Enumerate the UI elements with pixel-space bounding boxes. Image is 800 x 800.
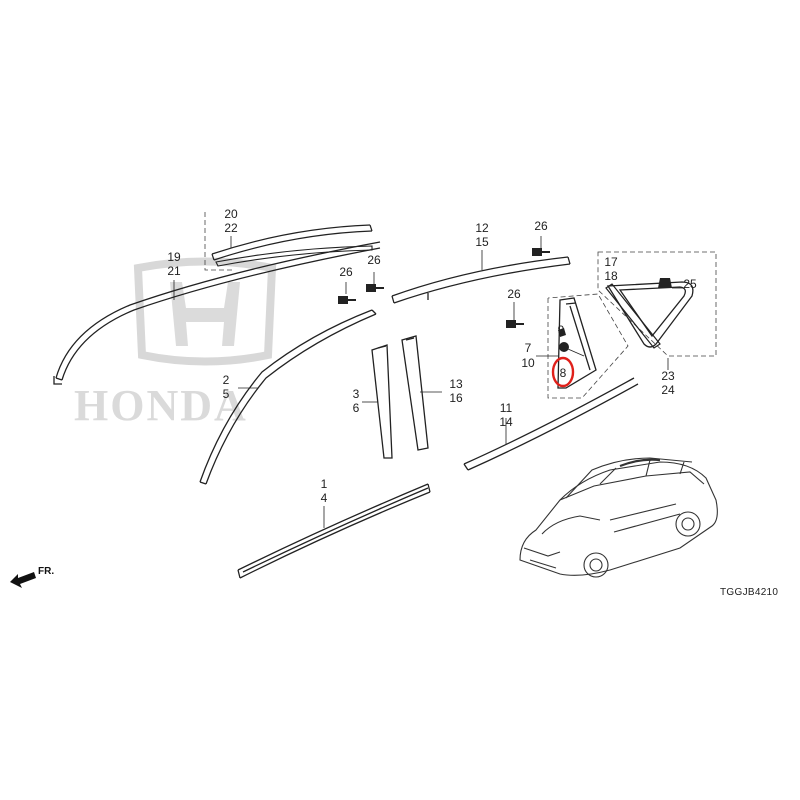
svg-text:21: 21 — [167, 264, 181, 278]
svg-text:25: 25 — [683, 277, 697, 291]
part-3-6-pillar — [371, 344, 393, 459]
svg-text:26: 26 — [534, 219, 548, 233]
svg-text:15: 15 — [475, 235, 489, 249]
bolt-26-lower — [506, 320, 524, 328]
part-20-22-molding — [211, 224, 373, 261]
svg-text:14: 14 — [499, 415, 513, 429]
part-11-14-belt-molding — [463, 377, 639, 471]
callout-25: 25 — [683, 277, 697, 291]
honda-watermark-logo: HONDA — [74, 257, 277, 430]
callout-26-c: 26 — [534, 219, 548, 233]
svg-text:18: 18 — [604, 269, 618, 283]
part-2-5-pillar-garnish — [199, 309, 377, 485]
svg-text:19: 19 — [167, 250, 181, 264]
callout-7-10: 7 10 — [521, 341, 535, 370]
clip-25 — [658, 278, 672, 288]
watermark-text: HONDA — [74, 381, 248, 430]
diagram-code: TGGJB4210 — [720, 587, 778, 598]
clip-8 — [559, 342, 569, 352]
svg-text:7: 7 — [525, 341, 532, 355]
clip-9 — [558, 328, 566, 337]
callout-2-5: 2 5 — [223, 373, 230, 401]
bolt-26-top — [532, 248, 550, 256]
svg-text:10: 10 — [521, 356, 535, 370]
callout-11-14: 11 14 — [499, 401, 513, 429]
svg-text:11: 11 — [500, 401, 513, 415]
svg-text:1: 1 — [321, 477, 328, 491]
callout-19-21: 19 21 — [167, 250, 181, 278]
svg-text:2: 2 — [223, 373, 230, 387]
callout-26-a: 26 — [339, 265, 353, 279]
callout-17-18: 17 18 — [604, 255, 618, 283]
callout-box-20-22 — [204, 212, 232, 271]
callout-13-16: 13 16 — [449, 377, 463, 405]
part-17-18-molding — [605, 283, 661, 349]
svg-text:26: 26 — [367, 253, 381, 267]
leader-lines — [173, 236, 684, 528]
callout-26-d: 26 — [507, 287, 521, 301]
callout-1-4: 1 4 — [321, 477, 328, 505]
part-12-15-roof-molding — [391, 256, 571, 304]
svg-text:20: 20 — [224, 207, 238, 221]
callout-box-7-10 — [547, 293, 629, 399]
svg-text:5: 5 — [223, 387, 230, 401]
callout-12-15: 12 15 — [475, 221, 489, 249]
callout-9: 9 — [558, 323, 565, 337]
svg-text:26: 26 — [339, 265, 353, 279]
svg-text:23: 23 — [661, 369, 675, 383]
part-19-21-roof-molding — [53, 241, 381, 385]
part-13-16-pillar — [401, 335, 429, 451]
callout-box-23-24 — [597, 251, 717, 357]
leader-8 — [567, 348, 585, 357]
svg-text:6: 6 — [353, 401, 360, 415]
part-8-highlight-circle — [551, 356, 575, 388]
callout-3-6: 3 6 — [353, 387, 360, 415]
front-label: FR. — [38, 566, 54, 577]
svg-text:13: 13 — [449, 377, 463, 391]
svg-text:8: 8 — [560, 366, 567, 380]
callout-26-b: 26 — [367, 253, 381, 267]
svg-text:3: 3 — [353, 387, 360, 401]
svg-text:4: 4 — [321, 491, 328, 505]
front-direction-arrow-icon: FR. — [10, 566, 54, 588]
callout-23-24: 23 24 — [661, 369, 675, 397]
part-7-10-quarter-garnish — [557, 297, 597, 389]
svg-text:16: 16 — [449, 391, 463, 405]
svg-text:26: 26 — [507, 287, 521, 301]
part-1-4-weatherstrip — [237, 483, 431, 579]
svg-text:22: 22 — [224, 221, 238, 235]
car-illustration — [519, 457, 718, 578]
svg-text:24: 24 — [661, 383, 675, 397]
svg-text:9: 9 — [558, 323, 565, 337]
bolt-26-mid — [366, 284, 384, 292]
bolt-26-left — [338, 296, 356, 304]
svg-text:17: 17 — [604, 255, 618, 269]
callout-20-22: 20 22 — [224, 207, 238, 235]
svg-text:12: 12 — [475, 221, 489, 235]
part-23-24-quarter-glass — [606, 281, 694, 348]
callout-8: 8 — [560, 366, 567, 380]
